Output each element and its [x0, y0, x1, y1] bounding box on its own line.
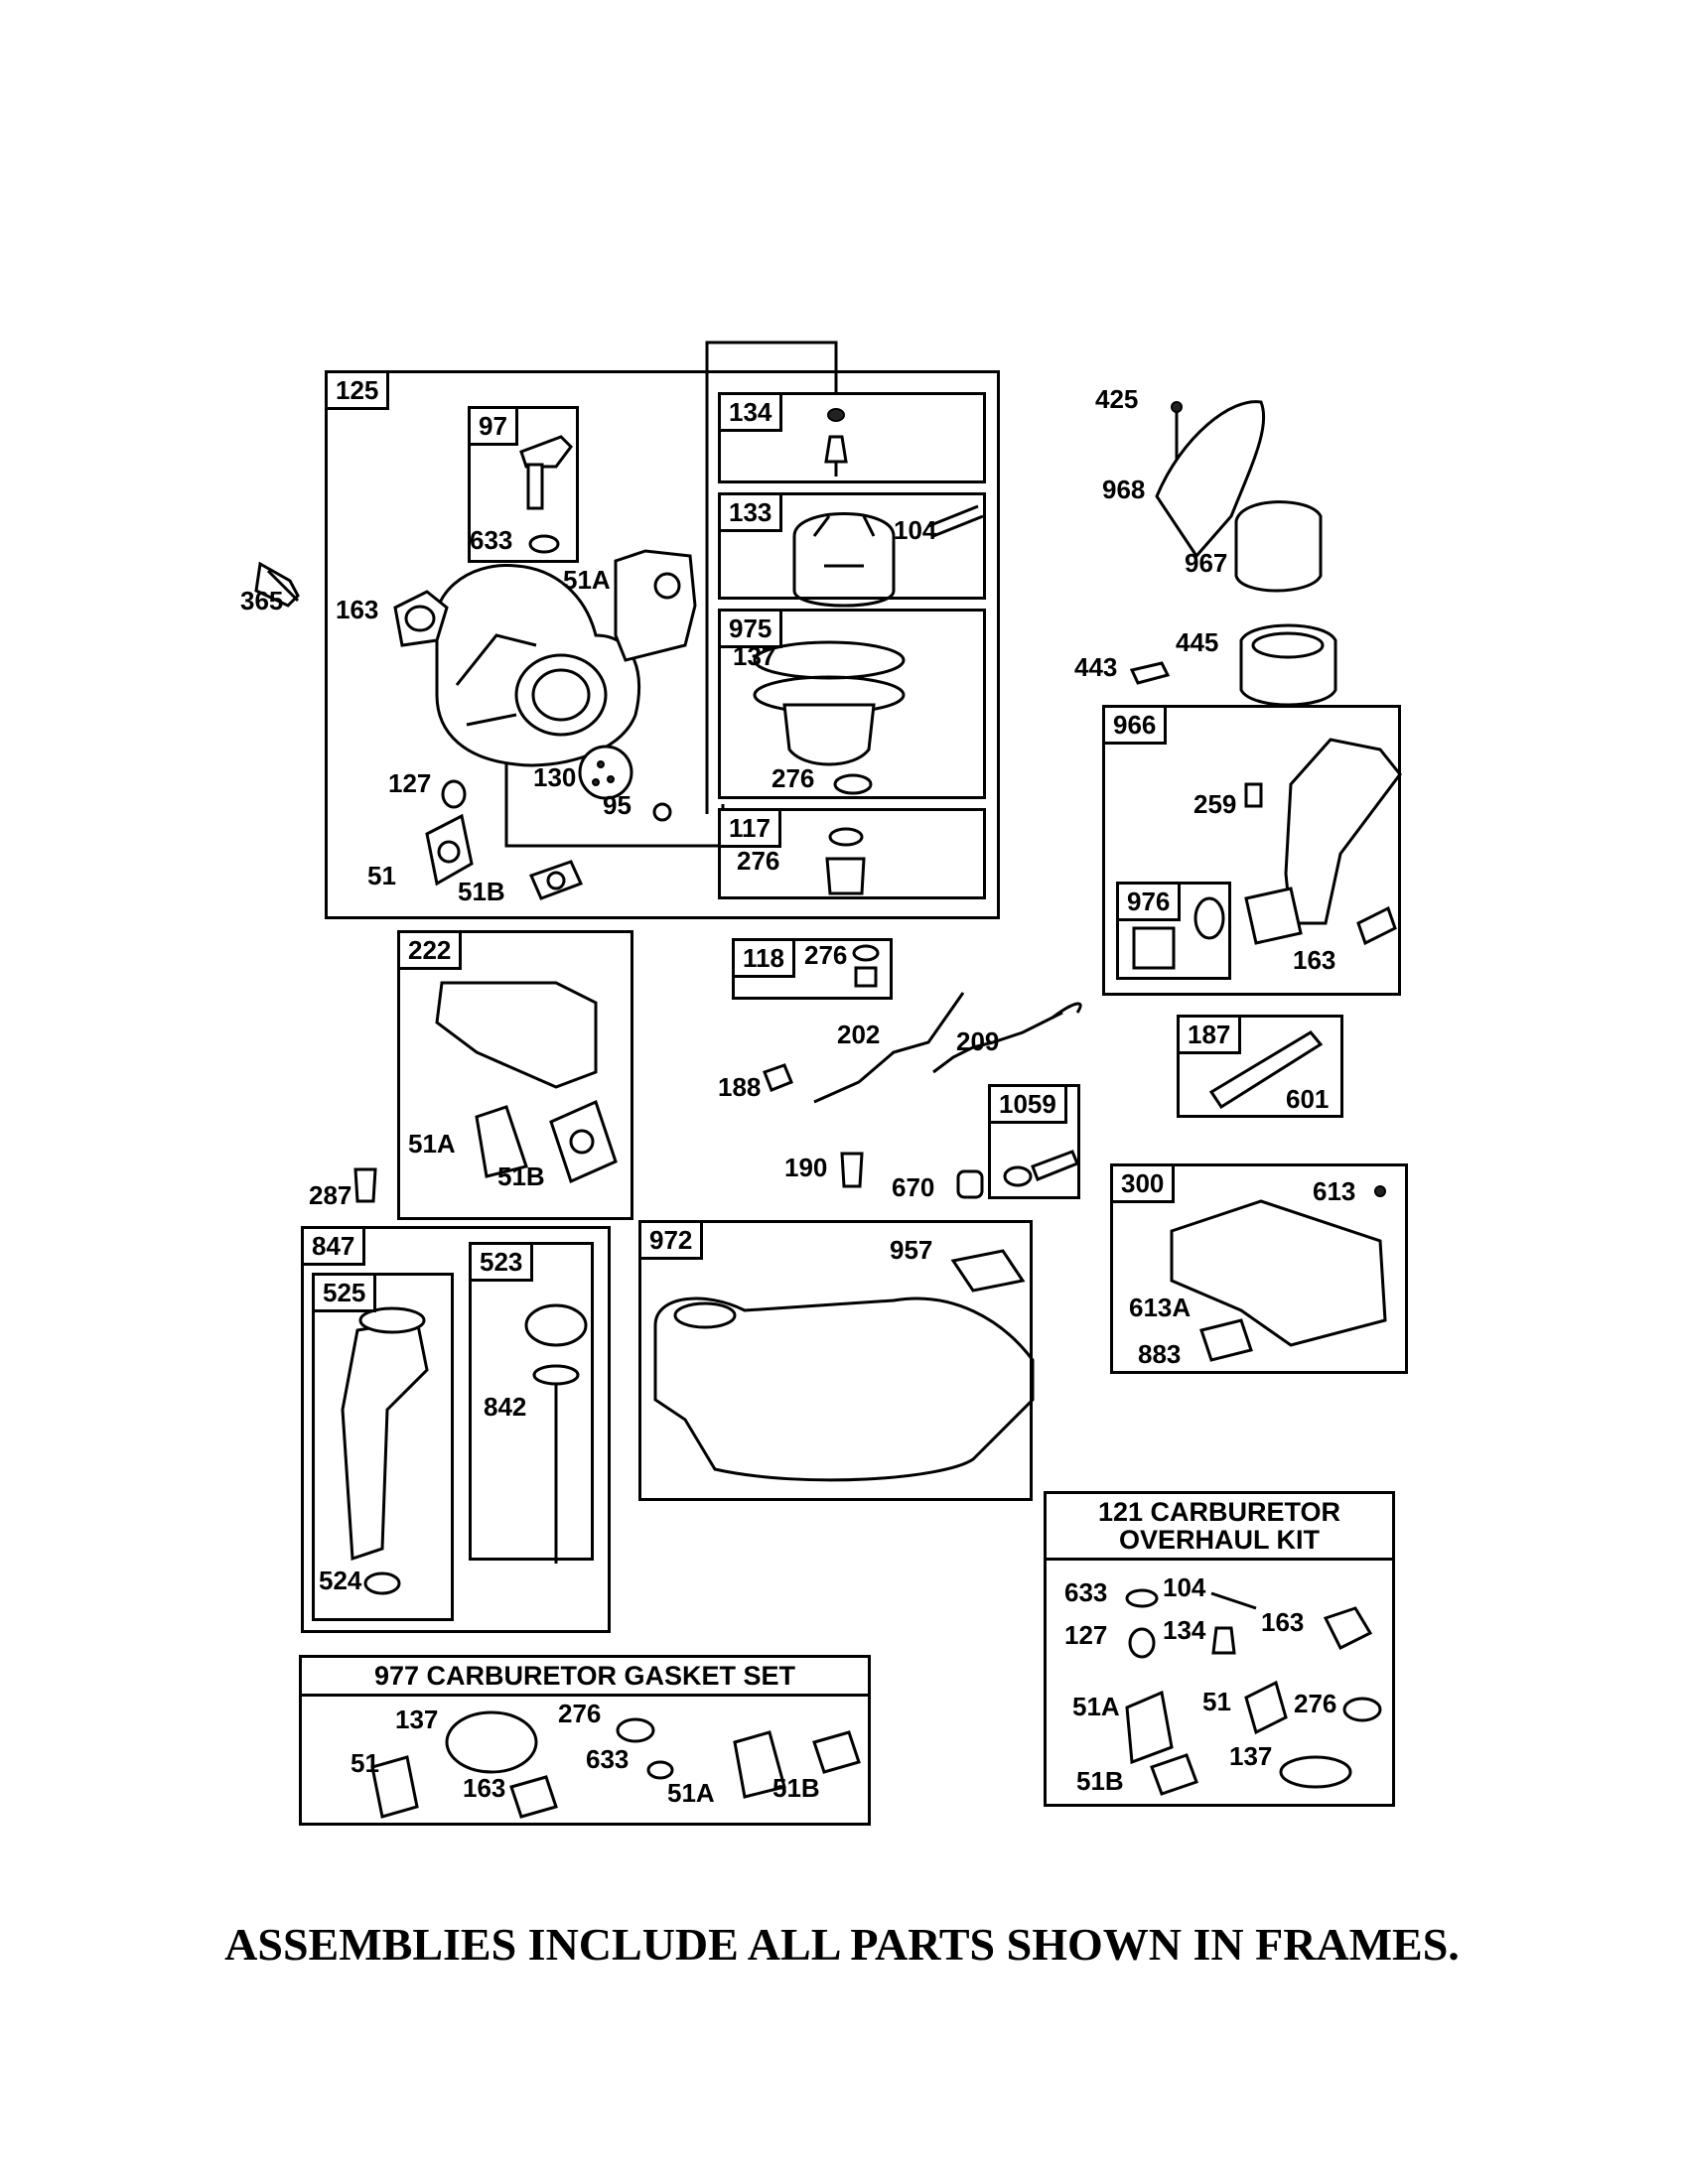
part-label: 443: [1074, 652, 1118, 682]
kit-part-label: 633: [1064, 1577, 1108, 1607]
overhaul-kit-title-line1: 121 CARBURETOR: [1097, 1497, 1341, 1527]
part-label: 287: [309, 1180, 352, 1210]
part-label: 51A: [563, 565, 611, 595]
assembly-frame-187: 187: [1177, 1015, 1343, 1118]
gasket-163-drawing: [393, 590, 449, 647]
part-label: 670: [892, 1172, 935, 1202]
assembly-frame-523: 523: [469, 1242, 594, 1561]
frame-label-118: 118: [735, 941, 795, 978]
part-label: 137: [733, 641, 776, 671]
gasket-part-label: 163: [463, 1773, 506, 1803]
frame-label-966: 966: [1105, 708, 1168, 745]
frame-label-187: 187: [1180, 1018, 1242, 1054]
part-label: 365: [240, 586, 284, 615]
assembly-frame-97: 97: [468, 406, 579, 563]
gasket-part-label: 633: [586, 1744, 630, 1774]
assembly-frame-966: 966: [1102, 705, 1401, 996]
gasket-part-label: 51B: [772, 1773, 820, 1803]
frame-label-975: 975: [721, 612, 783, 648]
kit-part-label: 276: [1294, 1689, 1337, 1718]
part-label: 163: [1293, 945, 1336, 975]
overhaul-kit-title-line2: OVERHAUL KIT: [1118, 1525, 1320, 1555]
carburetor-drawing: [434, 564, 641, 800]
frame-label-976: 976: [1119, 885, 1182, 921]
frame-label-972: 972: [641, 1223, 704, 1260]
part-label: 613: [1313, 1176, 1356, 1206]
assembly-frame-125: 125: [325, 370, 1000, 919]
part-label: 95: [603, 790, 632, 820]
kit-part-label: 137: [1229, 1741, 1273, 1771]
part-label: 883: [1138, 1339, 1182, 1369]
gasket-part-label: 276: [558, 1699, 602, 1728]
part-label: 842: [484, 1392, 527, 1422]
assembly-frame-525: 525: [312, 1273, 454, 1621]
gasket-set-frame: 977 CARBURETOR GASKET SET: [299, 1655, 871, 1826]
part-label: 601: [1286, 1084, 1330, 1114]
part-label: 202: [837, 1020, 881, 1049]
assembly-frame-847: 847: [301, 1226, 611, 1633]
part-label: 957: [890, 1235, 933, 1265]
part-label: 163: [336, 595, 379, 624]
kit-part-label: 127: [1064, 1620, 1108, 1650]
frame-label-133: 133: [721, 495, 783, 532]
choke-shaft-drawing: [519, 435, 573, 554]
frame-label-300: 300: [1113, 1166, 1176, 1203]
part-label: 276: [772, 763, 815, 793]
kit-part-label: 51: [1202, 1687, 1231, 1716]
part-label: 524: [319, 1566, 362, 1595]
assembly-frame-1059: 1059: [988, 1084, 1080, 1199]
part-label: 130: [533, 762, 577, 792]
assembly-frame-972: 972: [638, 1220, 1033, 1501]
frame-label-523: 523: [472, 1245, 534, 1282]
frame-label-222: 222: [400, 933, 463, 970]
assembly-frame-117: 117: [718, 808, 986, 899]
part-label: 259: [1193, 789, 1237, 819]
part-label: 188: [718, 1072, 762, 1102]
frame-label-134: 134: [721, 395, 783, 432]
frame-label-117: 117: [721, 811, 781, 848]
part-label: 51A: [408, 1129, 456, 1159]
overhaul-kit-title: 121 CARBURETOR OVERHAUL KIT: [1047, 1494, 1392, 1561]
part-label: 968: [1102, 475, 1146, 504]
part-label: 633: [470, 525, 513, 555]
frame-label-125: 125: [328, 373, 390, 410]
kit-part-label: 51A: [1072, 1692, 1120, 1721]
part-label: 445: [1176, 627, 1219, 657]
kit-part-label: 163: [1261, 1607, 1305, 1637]
gasket-part-label: 137: [395, 1705, 439, 1734]
part-label: 104: [894, 515, 937, 545]
frame-label-97: 97: [471, 409, 518, 446]
part-label: 51B: [458, 877, 505, 906]
assembly-frame-976: 976: [1116, 882, 1231, 980]
overhaul-kit-frame: 121 CARBURETOR OVERHAUL KIT: [1044, 1491, 1395, 1807]
kit-part-label: 51B: [1076, 1766, 1124, 1796]
part-label: 425: [1095, 384, 1139, 414]
kit-part-label: 134: [1163, 1615, 1206, 1645]
assembly-frame-133: 133: [718, 492, 986, 600]
assembly-frame-222: 222: [397, 930, 633, 1220]
gasket-part-label: 51: [351, 1748, 379, 1778]
part-label: 276: [737, 846, 780, 876]
part-label: 209: [956, 1026, 1000, 1056]
assemblies-footnote: ASSEMBLIES INCLUDE ALL PARTS SHOWN IN FR…: [224, 1919, 1460, 1970]
part-label: 276: [804, 940, 848, 970]
assembly-frame-118: 118: [732, 938, 893, 1000]
assembly-frame-975: 975: [718, 609, 986, 799]
part-label: 51: [367, 861, 396, 890]
part-label: 613A: [1129, 1293, 1192, 1322]
part-label: 190: [784, 1153, 828, 1182]
frame-label-525: 525: [315, 1276, 377, 1312]
frame-label-1059: 1059: [991, 1087, 1067, 1124]
gasket-set-title: 977 CARBURETOR GASKET SET: [302, 1658, 868, 1697]
frame-label-847: 847: [304, 1229, 366, 1266]
part-label: 967: [1185, 548, 1228, 578]
part-label: 127: [388, 768, 432, 798]
kit-part-label: 104: [1163, 1572, 1206, 1602]
assembly-frame-300: 300: [1110, 1163, 1408, 1374]
gasket-part-label: 51A: [667, 1778, 715, 1808]
part-label: 51B: [497, 1161, 545, 1191]
assembly-frame-134: 134: [718, 392, 986, 483]
